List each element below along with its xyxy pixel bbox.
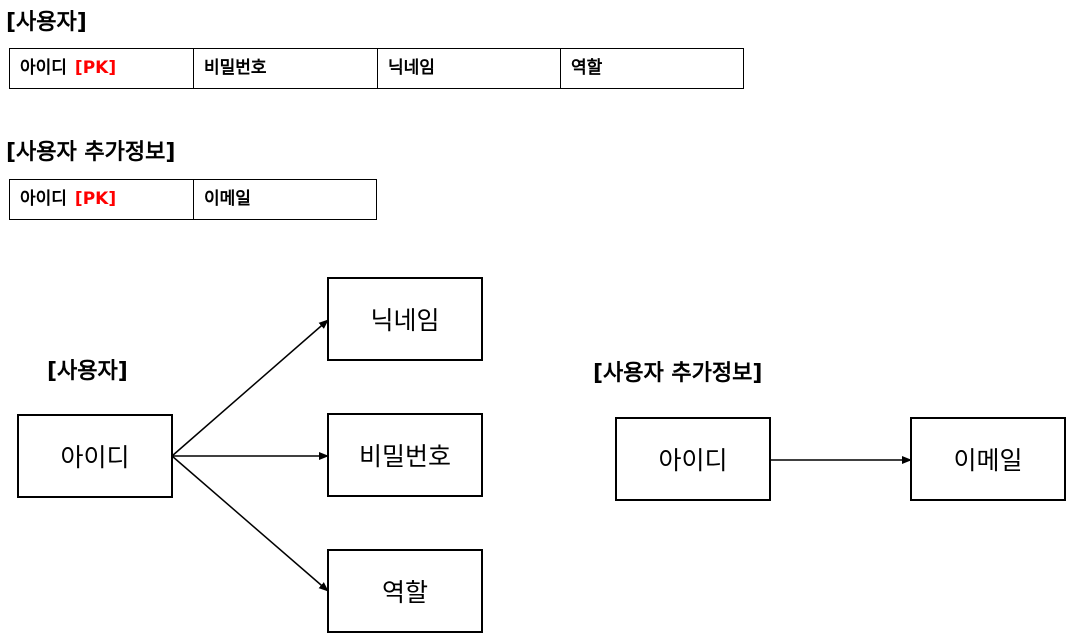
dep-password-box: 비밀번호 xyxy=(327,413,483,497)
extra-col-email-label: 이메일 xyxy=(204,189,251,209)
user-table-title: [사용자] xyxy=(6,10,87,35)
arrow-id-to-nickname xyxy=(171,319,329,457)
user-col-password-label: 비밀번호 xyxy=(204,58,267,78)
user-col-role-label: 역할 xyxy=(571,58,603,78)
extra-col-email: 이메일 xyxy=(194,180,376,219)
dep-password-label: 비밀번호 xyxy=(358,442,451,471)
extra-col-id-label: 아이디 xyxy=(20,189,67,209)
dep-email-box: 이메일 xyxy=(910,417,1066,501)
user-extra-table: 아이디 [PK] 이메일 xyxy=(9,179,377,220)
dep-extra-id-label: 아이디 xyxy=(658,446,728,475)
dep-user-extra-title: [사용자 추가정보] xyxy=(593,361,763,386)
dep-user-id-box: 아이디 xyxy=(17,414,173,498)
dep-extra-id-box: 아이디 xyxy=(615,417,771,501)
user-table: 아이디 [PK] 비밀번호 닉네임 역할 xyxy=(9,48,744,89)
user-col-password: 비밀번호 xyxy=(194,49,378,88)
user-col-role: 역할 xyxy=(561,49,743,88)
pk-badge: [PK] xyxy=(74,189,117,209)
user-col-nickname-label: 닉네임 xyxy=(388,58,435,78)
dep-email-label: 이메일 xyxy=(953,446,1023,475)
dep-role-label: 역할 xyxy=(381,578,428,607)
extra-col-id: 아이디 [PK] xyxy=(10,180,194,219)
user-extra-table-title: [사용자 추가정보] xyxy=(6,140,176,165)
pk-badge: [PK] xyxy=(74,58,117,78)
dep-role-box: 역할 xyxy=(327,549,483,633)
user-col-id-label: 아이디 xyxy=(20,58,67,78)
user-col-nickname: 닉네임 xyxy=(378,49,561,88)
dep-nickname-box: 닉네임 xyxy=(327,277,483,361)
user-col-id: 아이디 [PK] xyxy=(10,49,194,88)
dep-nickname-label: 닉네임 xyxy=(370,306,440,335)
dep-user-id-label: 아이디 xyxy=(60,443,130,472)
arrow-id-to-role xyxy=(171,455,329,592)
dep-user-title: [사용자] xyxy=(47,359,128,384)
